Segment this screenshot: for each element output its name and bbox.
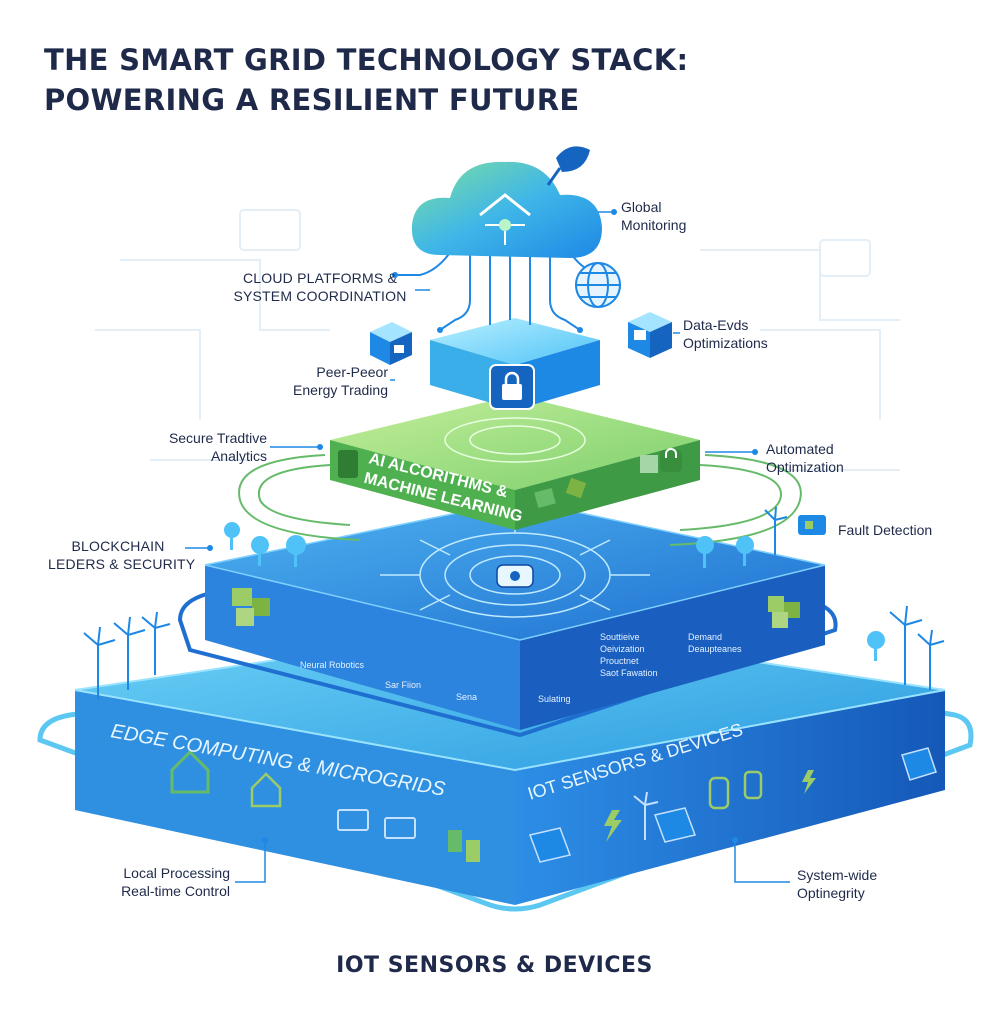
- callout-blockchain-line1: BLOCKCHAIN: [71, 538, 165, 554]
- callout-automated-line2: Optimization: [766, 459, 844, 475]
- callout-blockchain-line2: LEDERS & SECURITY: [48, 556, 196, 572]
- cloud-platform-cube: [430, 318, 600, 410]
- middle-analytics-layer: [177, 499, 838, 738]
- ai-chip-icon: [338, 450, 358, 478]
- tier2-caption-5d: Saot Fawation: [600, 668, 658, 678]
- callout-local-line2: Real-time Control: [121, 883, 230, 899]
- brain-circuit-icon: [380, 505, 650, 618]
- callout-data-driven-line1: Data-Evds: [683, 317, 749, 333]
- callout-secure-analytics-line2: Analytics: [210, 448, 267, 464]
- title-line-1: THE SMART GRID TECHNOLOGY STACK:: [44, 43, 689, 77]
- callout-fault-detection: Fault Detection: [838, 521, 932, 539]
- callout-data-driven-line2: Optimizations: [683, 335, 768, 351]
- callout-cloud-platforms: CLOUD PLATFORMS & SYSTEM COORDINATION: [228, 269, 412, 305]
- tier2-caption-6b: Deaupteanes: [688, 644, 742, 654]
- tier2-caption-sena: Sena: [456, 692, 477, 702]
- ai-ml-layer: AI ALCORITHMS & MACHINE LEARNING: [238, 395, 802, 546]
- callout-p2p-line1: Peer-Peeor: [316, 364, 388, 380]
- background-circuit-lines: [95, 209, 900, 471]
- lock-icon: [489, 364, 535, 410]
- tier2-caption-5c: Prouctnet: [600, 656, 639, 666]
- callout-local-line1: Local Processing: [123, 865, 230, 881]
- tier2-caption-sarfiion: Sar Fiion: [385, 680, 421, 690]
- cloud-icon: [411, 161, 602, 258]
- tier2-caption-5b: Oeivization: [600, 644, 645, 654]
- globe-icon: [575, 262, 621, 308]
- callout-leader-lines: [185, 211, 790, 883]
- callout-automated-line1: Automated: [766, 441, 834, 457]
- house-icon: [250, 772, 282, 808]
- callout-secure-analytics-line1: Secure Tradtive: [168, 430, 267, 446]
- tree-icon: [224, 522, 885, 661]
- lock-icon: [628, 312, 672, 358]
- lock-icon: [370, 322, 412, 365]
- satellite-dish-icon: [546, 146, 590, 186]
- fault-detection-icon: [798, 515, 826, 535]
- callout-data-driven: Data-Evds Optimizations: [683, 316, 768, 352]
- callout-global-monitoring: Global Monitoring: [621, 198, 686, 234]
- callout-cloud-platforms-line2: SYSTEM COORDINATION: [233, 288, 407, 304]
- tier2-caption-6a: Demand: [688, 632, 722, 642]
- lightning-icon: [604, 770, 816, 842]
- callout-local-processing: Local Processing Real-time Control: [100, 864, 230, 900]
- callout-global-monitoring-line2: Monitoring: [621, 217, 687, 233]
- title-line-2: POWERING A RESILIENT FUTURE: [44, 83, 580, 117]
- house-icon: [170, 749, 210, 794]
- callout-secure-analytics: Secure Tradtive Analytics: [140, 429, 267, 465]
- solar-panel-icon: [529, 747, 937, 863]
- callout-global-monitoring-line1: Global: [621, 199, 662, 215]
- footer-caption: IOT SENSORS & DEVICES: [336, 953, 653, 978]
- server-icon: [768, 596, 800, 628]
- wind-turbine-icon: [83, 506, 945, 700]
- callout-cloud-platforms-line1: CLOUD PLATFORMS &: [242, 270, 398, 286]
- wind-turbine-icon: [633, 791, 659, 840]
- tier2-caption-neural: Neural Robotics: [300, 660, 365, 670]
- callout-system-wide-line2: Optinegrity: [797, 885, 865, 901]
- battery-icon: [337, 809, 416, 839]
- server-icon: [448, 830, 480, 862]
- lock-icon: [640, 455, 658, 473]
- callout-system-wide-line1: System-wide: [797, 867, 878, 883]
- server-icon: [232, 588, 270, 626]
- callout-automated-optimization: Automated Optimization: [766, 440, 844, 476]
- smart-meter-icon: [708, 770, 763, 810]
- callout-fault-line: Fault Detection: [838, 522, 933, 538]
- tier2-caption-sulating: Sulating: [538, 694, 571, 704]
- callout-p2p-line2: Energy Trading: [293, 382, 388, 398]
- callout-p2p-trading: Peer-Peeor Energy Trading: [270, 363, 388, 399]
- callout-blockchain: BLOCKCHAIN LEDERS & SECURITY: [48, 537, 196, 573]
- page-title: THE SMART GRID TECHNOLOGY STACK: POWERIN…: [44, 40, 688, 120]
- tier2-caption-5a: Souttieive: [600, 632, 640, 642]
- callout-system-wide: System-wide Optinegrity: [797, 866, 877, 902]
